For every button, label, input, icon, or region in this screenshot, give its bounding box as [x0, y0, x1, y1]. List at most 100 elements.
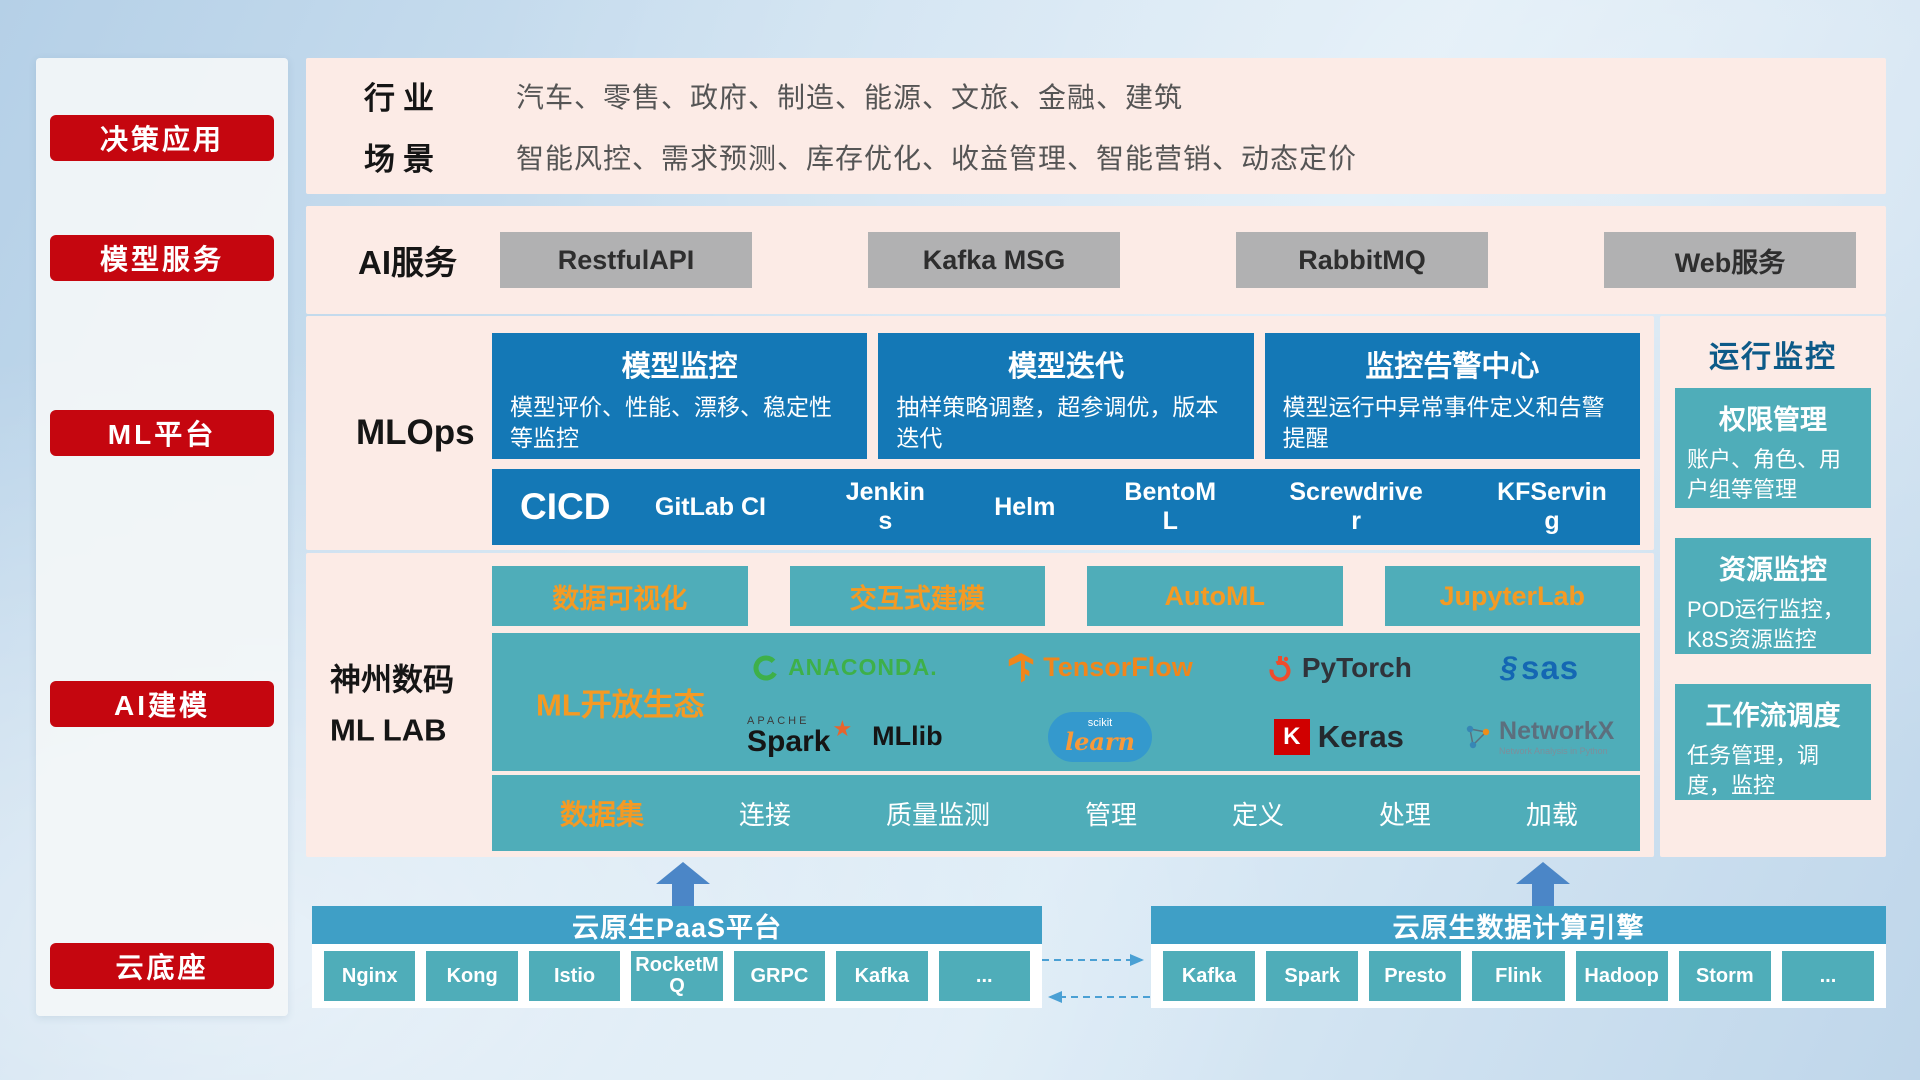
tensorflow-logo: TensorFlow: [970, 652, 1231, 683]
scikit-learn-logo: scikit learn: [970, 711, 1231, 762]
ai-service-web[interactable]: Web服务: [1604, 232, 1856, 288]
arrow-stem: [672, 884, 694, 906]
ml-lab-panel: 神州数码 ML LAB 数据可视化 交互式建模 AutoML JupyterLa…: [306, 553, 1654, 857]
networkx-wordmark: NetworkX: [1499, 716, 1615, 745]
card-desc: 账户、角色、用户组等管理: [1687, 447, 1842, 502]
ai-services-buttons: RestfulAPI Kafka MSG RabbitMQ Web服务: [500, 232, 1856, 288]
sidebar-item-ai-modeling[interactable]: AI建模: [50, 681, 274, 727]
cicd-label: CICD: [520, 486, 611, 527]
ai-service-rabbitmq[interactable]: RabbitMQ: [1236, 232, 1488, 288]
scenario-label: 场景: [364, 142, 442, 177]
paas-platform-title: 云原生PaaS平台: [312, 906, 1042, 944]
up-arrow-right-icon: [1516, 862, 1570, 906]
learn-wordmark: learn: [1064, 727, 1135, 757]
engine-item-kafka[interactable]: Kafka: [1163, 951, 1256, 1001]
networkx-wordmark-stack: NetworkX Network Analysis in Python: [1499, 717, 1614, 756]
dataset-item-connect: 连接: [738, 799, 791, 830]
dataset-item-define: 定义: [1231, 799, 1284, 830]
engine-item-storm[interactable]: Storm: [1678, 951, 1771, 1001]
dataset-bar: 数据集 连接 质量监测 管理 定义 处理 加载: [492, 775, 1640, 851]
spark-wordmark-stack: APACHE Spark: [747, 716, 830, 757]
dataset-item-quality: 质量监测: [885, 799, 990, 830]
dashed-exchange-arrows-icon: [1042, 954, 1150, 1003]
paas-item-more[interactable]: ...: [938, 951, 1030, 1001]
up-arrow-left-icon: [656, 862, 710, 906]
alert-center-card: 监控告警中心 模型运行中异常事件定义和告警提醒: [1264, 333, 1640, 459]
card-desc: 抽样策略调整，超参调优，版本迭代: [896, 394, 1219, 452]
ai-service-kafka-msg[interactable]: Kafka MSG: [868, 232, 1120, 288]
dataset-label: 数据集: [560, 799, 645, 830]
cicd-tool-kfserving: KFServing: [1497, 478, 1607, 535]
scenario-list: 智能风控、需求预测、库存优化、收益管理、智能营销、动态定价: [516, 142, 1358, 174]
paas-item-istio[interactable]: Istio: [528, 951, 621, 1001]
permission-management-card: 权限管理 账户、角色、用户组等管理: [1675, 388, 1871, 508]
sidebar-item-cloud-base[interactable]: 云底座: [50, 943, 274, 989]
engine-item-presto[interactable]: Presto: [1369, 951, 1462, 1001]
engine-item-flink[interactable]: Flink: [1472, 951, 1565, 1001]
paas-item-kong[interactable]: Kong: [426, 951, 518, 1001]
cicd-tool-jenkins: Jenkins: [845, 478, 925, 535]
sidebar: 决策应用 模型服务 ML平台 AI建模 云底座: [36, 58, 288, 1016]
card-desc: 任务管理，调度，监控: [1687, 743, 1820, 798]
ml-ecosystem-label: ML开放生态: [536, 687, 705, 723]
sas-wordmark: sas: [1521, 648, 1580, 686]
paas-item-kafka[interactable]: Kafka: [836, 951, 928, 1001]
tool-automl[interactable]: AutoML: [1087, 566, 1343, 626]
run-monitor-title: 运行监控: [1709, 341, 1837, 374]
ai-services-panel: AI服务 RestfulAPI Kafka MSG RabbitMQ Web服务: [306, 206, 1886, 314]
engine-item-spark[interactable]: Spark: [1266, 951, 1359, 1001]
model-monitoring-card: 模型监控 模型评价、性能、漂移、稳定性等监控: [492, 333, 868, 459]
card-title: 权限管理: [1719, 405, 1827, 435]
cicd-tool-helm: Helm: [994, 492, 1056, 521]
tool-interactive-modeling[interactable]: 交互式建模: [789, 566, 1045, 626]
spark-wordmark: Spark: [747, 725, 831, 758]
engine-item-more[interactable]: ...: [1781, 951, 1874, 1001]
card-desc: 模型运行中异常事件定义和告警提醒: [1282, 394, 1605, 452]
data-engine-platform: 云原生数据计算引擎 Kafka Spark Presto Flink Hadoo…: [1151, 906, 1886, 1008]
keras-icon: K: [1273, 718, 1310, 755]
sidebar-item-ml-platform[interactable]: ML平台: [50, 410, 274, 456]
sidebar-item-decision-apps[interactable]: 决策应用: [50, 115, 274, 161]
sidebar-item-model-service[interactable]: 模型服务: [50, 235, 274, 281]
card-title: 监控告警中心: [1365, 351, 1540, 383]
tensorflow-wordmark: TensorFlow: [1043, 652, 1193, 682]
anaconda-wordmark: ANACONDA.: [788, 654, 938, 680]
paas-item-nginx[interactable]: Nginx: [324, 951, 416, 1001]
tool-data-visualization[interactable]: 数据可视化: [492, 566, 748, 626]
scikit-label: scikit: [1087, 717, 1113, 730]
pytorch-wordmark: PyTorch: [1301, 651, 1412, 683]
keras-wordmark: Keras: [1317, 718, 1404, 754]
ai-services-label: AI服务: [358, 244, 457, 281]
spark-star-icon: ★: [832, 715, 853, 741]
run-monitor-panel: 运行监控 权限管理 账户、角色、用户组等管理 资源监控 POD运行监控，K8S资…: [1660, 316, 1886, 857]
paas-platform-items: Nginx Kong Istio RocketMQ GRPC Kafka ...: [312, 944, 1042, 1008]
dataset-item-manage: 管理: [1084, 799, 1137, 830]
cicd-bar: CICD GitLab CI Jenkins Helm BentoML Scre…: [492, 469, 1640, 545]
model-iteration-card: 模型迭代 抽样策略调整，超参调优，版本迭代: [878, 333, 1254, 459]
networkx-subtitle: Network Analysis in Python: [1499, 745, 1608, 756]
sas-logo: § sas: [1447, 649, 1632, 687]
card-desc: 模型评价、性能、漂移、稳定性等监控: [510, 394, 832, 452]
ml-lab-label: 神州数码 ML LAB: [330, 655, 492, 754]
mlops-cards: 模型监控 模型评价、性能、漂移、稳定性等监控 模型迭代 抽样策略调整，超参调优，…: [492, 333, 1640, 459]
dataset-item-load: 加载: [1525, 799, 1578, 830]
card-title: 工作流调度: [1705, 701, 1841, 731]
ai-service-restfulapi[interactable]: RestfulAPI: [500, 232, 752, 288]
paas-item-grpc[interactable]: GRPC: [733, 951, 826, 1001]
mllib-wordmark: MLlib: [872, 721, 943, 751]
paas-item-rocketmq[interactable]: RocketMQ: [631, 951, 723, 1001]
anaconda-icon: [753, 655, 779, 680]
anaconda-logo: ANACONDA.: [720, 654, 970, 682]
sas-swirl-icon: §: [1500, 650, 1518, 684]
engine-item-hadoop[interactable]: Hadoop: [1575, 951, 1668, 1001]
arrow-head: [656, 862, 710, 884]
card-desc: POD运行监控，K8S资源监控: [1687, 597, 1845, 652]
paas-platform: 云原生PaaS平台 Nginx Kong Istio RocketMQ GRPC…: [312, 906, 1042, 1008]
pytorch-logo: PyTorch: [1230, 652, 1447, 684]
ecosystem-logo-grid: ANACONDA. TensorFlow PyTorch §: [720, 633, 1632, 771]
data-engine-title: 云原生数据计算引擎: [1151, 906, 1886, 944]
data-engine-items: Kafka Spark Presto Flink Hadoop Storm ..…: [1151, 944, 1886, 1008]
apache-label: APACHE: [747, 715, 810, 727]
tool-jupyterlab[interactable]: JupyterLab: [1384, 566, 1640, 626]
